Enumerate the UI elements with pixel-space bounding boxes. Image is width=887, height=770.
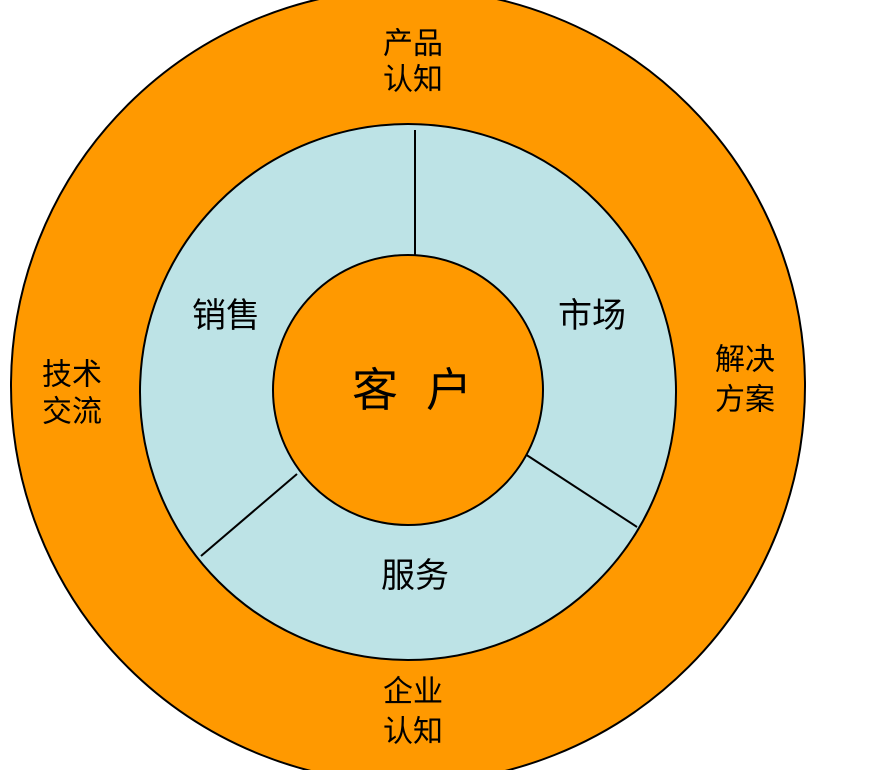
outer-label-product-line2: 认知 [383,63,443,98]
outer-label-enterprise-line2: 认知 [383,715,443,750]
segment-label-market: 市场 [558,296,626,336]
center-label-part2: 户 [426,363,472,417]
outer-label-solution-line1: 解决 [715,343,775,378]
outer-label-enterprise-line1: 企业 [383,675,443,710]
outer-label-solution-line2: 方案 [715,383,775,418]
divider-market-service [521,451,638,528]
center-label-part1: 客 [352,363,398,417]
segment-label-service: 服务 [381,556,449,596]
segment-label-sales: 销售 [192,296,260,336]
outer-label-tech-line2: 交流 [42,395,102,430]
outer-label-product-line1: 产品 [383,27,443,62]
outer-label-tech-line1: 技术 [42,358,102,393]
center-circle [272,254,544,526]
divider-sales-service [200,473,298,557]
